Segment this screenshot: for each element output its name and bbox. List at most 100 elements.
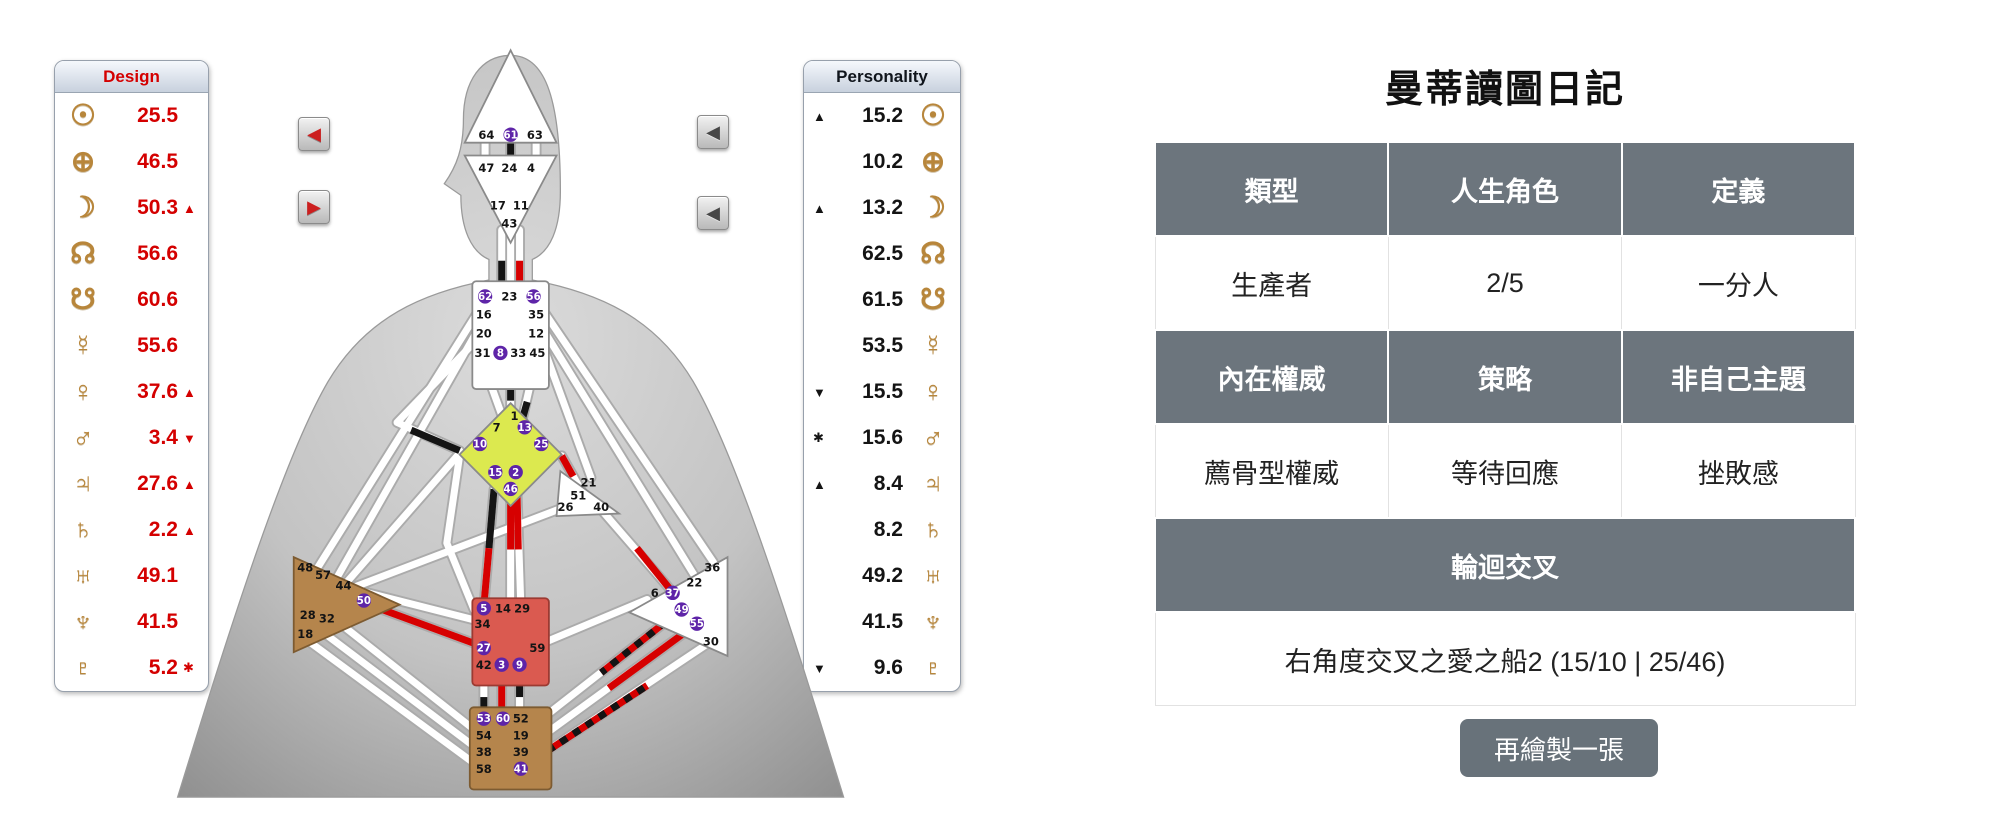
design-jupiter-value: 27.6 xyxy=(137,472,178,495)
design-row-uranus: ♅49.1 xyxy=(55,553,208,599)
personality-row-venus: ▼15.5♀ xyxy=(804,369,960,415)
reading-summary: 曼蒂讀圖日記 類型 人生角色 定義 生產者 2/5 一分人 內在權威 策略 非自… xyxy=(1153,58,1857,706)
gate-3-activated xyxy=(494,657,509,672)
gate-8-activated xyxy=(493,345,508,361)
gate-number: 57 xyxy=(315,568,331,582)
design-arrow-left-button[interactable]: ◀ xyxy=(298,117,330,151)
design-pluto-value: 5.2 xyxy=(148,656,178,679)
south-node-glyph: ☋ xyxy=(920,283,946,316)
marker-icon: ▲ xyxy=(183,522,196,538)
gate-number: 36 xyxy=(704,560,720,574)
gate-number: 60 xyxy=(496,714,510,725)
gate-number: 58 xyxy=(476,762,492,776)
gate-number: 24 xyxy=(501,161,517,175)
personality-saturn-value: 8.2 xyxy=(873,518,903,541)
gate-number: 28 xyxy=(300,608,316,622)
design-saturn-value: 2.2 xyxy=(148,518,178,541)
header-definition: 定義 xyxy=(1620,141,1857,237)
value-incarnation-cross: 右角度交叉之愛之船2 (15/10 | 25/46) xyxy=(1154,611,1856,706)
gate-number: 33 xyxy=(510,346,526,360)
personality-arrow-left-lower-button[interactable]: ◀ xyxy=(697,196,729,230)
header-strategy: 策略 xyxy=(1387,329,1623,425)
redraw-button[interactable]: 再繪製一張 xyxy=(1460,719,1658,777)
pluto-glyph: ♇ xyxy=(922,651,944,684)
table-header-row: 類型 人生角色 定義 xyxy=(1153,141,1857,237)
gate-number: 7 xyxy=(493,420,501,434)
summary-table: 類型 人生角色 定義 生產者 2/5 一分人 內在權威 策略 非自己主題 薦骨型… xyxy=(1153,141,1857,706)
north-node-glyph: ☊ xyxy=(70,237,96,270)
gate-number: 51 xyxy=(570,488,586,502)
personality-row-saturn: 8.2 ♄ xyxy=(804,507,960,553)
design-south-node-value: 60.6 xyxy=(137,288,178,311)
personality-row-mercury: 53.5☿ xyxy=(804,323,960,369)
gate-number: 2 xyxy=(512,468,519,479)
gate-number: 62 xyxy=(478,292,492,303)
gate-number: 10 xyxy=(473,440,487,451)
marker-icon: ▲ xyxy=(183,476,196,492)
gate-number: 32 xyxy=(319,612,335,626)
gate-number: 48 xyxy=(297,560,313,574)
gate-number: 19 xyxy=(513,728,529,742)
mars-glyph: ♂ xyxy=(72,421,94,454)
design-arrow-right-button[interactable]: ▶ xyxy=(298,190,330,224)
header-authority: 內在權威 xyxy=(1153,329,1390,425)
gate-number: 59 xyxy=(529,641,545,655)
marker-icon: ▲ xyxy=(813,200,826,216)
design-moon-value: 50.3 xyxy=(137,196,178,219)
gate-number: 41 xyxy=(514,764,528,775)
personality-south-node-value: 61.5 xyxy=(862,288,903,311)
personality-row-mars: ✱15.6♂ xyxy=(804,415,960,461)
gate-number: 26 xyxy=(557,500,573,514)
gate-number: 47 xyxy=(478,161,494,175)
gate-53-activated xyxy=(476,711,491,726)
gate-number: 54 xyxy=(476,728,492,742)
pluto-glyph: ♇ xyxy=(72,651,94,684)
gate-27-activated xyxy=(476,640,491,656)
venus-glyph: ♀ xyxy=(922,375,944,408)
gate-62-activated xyxy=(477,289,493,304)
marker-icon: ▼ xyxy=(813,384,826,400)
marker-icon: ▲ xyxy=(183,200,196,216)
personality-sun-value: 15.2 xyxy=(862,104,903,127)
sun-glyph: ☉ xyxy=(70,99,96,132)
personality-uranus-value: 49.2 xyxy=(862,564,903,587)
marker-icon: ✱ xyxy=(813,430,824,445)
gate-37-activated xyxy=(665,585,680,601)
header-incarnation-cross: 輪迴交叉 xyxy=(1154,517,1856,613)
left-arrow-icon: ◀ xyxy=(706,203,720,223)
header-profile: 人生角色 xyxy=(1387,141,1623,237)
table-header-row: 內在權威 策略 非自己主題 xyxy=(1153,329,1857,425)
personality-gate-list: ▲15.2☉10.2⊕▲13.2☽62.5☊61.5☋53.5☿▼15.5♀✱1… xyxy=(804,93,960,691)
gate-number: 52 xyxy=(513,712,529,726)
mercury-glyph: ☿ xyxy=(922,329,944,362)
personality-row-uranus: 49.2♅ xyxy=(804,553,960,599)
design-neptune-value: 41.5 xyxy=(137,610,178,633)
design-panel-title: Design xyxy=(55,61,208,93)
design-row-venus: ♀37.6▲ xyxy=(55,369,208,415)
gate-number: 38 xyxy=(476,745,492,759)
gate-number: 49 xyxy=(674,605,688,616)
gate-number: 30 xyxy=(703,635,719,649)
gate-number: 22 xyxy=(686,576,702,590)
gate-number: 40 xyxy=(593,500,609,514)
gate-number: 45 xyxy=(529,346,545,360)
header-notself-theme: 非自己主題 xyxy=(1620,329,1857,425)
gate-number: 8 xyxy=(497,348,504,359)
personality-earth-value: 10.2 xyxy=(862,150,903,173)
value-strategy: 等待回應 xyxy=(1387,423,1623,519)
personality-row-south-node: 61.5 ☋ xyxy=(804,277,960,323)
table-row: 右角度交叉之愛之船2 (15/10 | 25/46) xyxy=(1154,611,1856,706)
saturn-glyph: ♄ xyxy=(922,513,944,546)
south-node-glyph: ☋ xyxy=(70,283,96,316)
gate-number: 39 xyxy=(513,745,529,759)
design-row-moon: ☽50.3▲ xyxy=(55,185,208,231)
gate-number: 11 xyxy=(513,198,529,212)
header-type: 類型 xyxy=(1153,141,1390,237)
personality-arrow-left-upper-button[interactable]: ◀ xyxy=(697,115,729,149)
jupiter-glyph: ♃ xyxy=(72,467,94,500)
gate-number: 25 xyxy=(534,440,548,451)
